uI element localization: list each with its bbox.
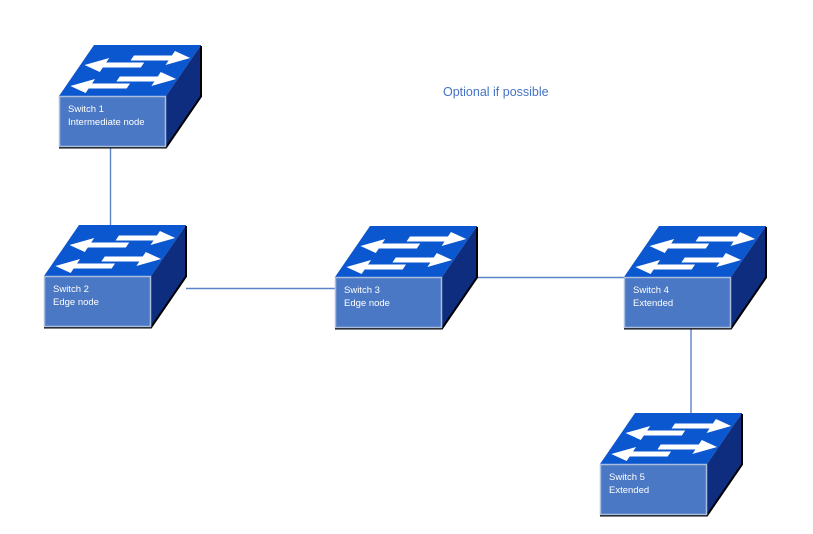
node-label: Switch 4 Extended xyxy=(625,278,733,327)
node-title: Switch 3 xyxy=(344,285,380,296)
node-subtitle: Extended xyxy=(609,484,650,496)
node-switch-3[interactable]: Switch 3 Edge node xyxy=(334,225,480,330)
node-title: Switch 5 xyxy=(609,472,645,483)
node-switch-1[interactable]: Switch 1 Intermediate node xyxy=(58,44,204,149)
node-subtitle: Extended xyxy=(633,297,674,309)
node-subtitle: Edge node xyxy=(53,296,99,308)
node-switch-2[interactable]: Switch 2 Edge node xyxy=(43,224,189,329)
node-label: Switch 5 Extended xyxy=(601,465,709,514)
node-switch-5[interactable]: Switch 5 Extended xyxy=(599,412,745,517)
node-subtitle: Edge node xyxy=(344,297,390,309)
node-switch-4[interactable]: Switch 4 Extended xyxy=(623,225,769,330)
node-label: Switch 3 Edge node xyxy=(336,278,444,327)
annotation-text[interactable]: Optional if possible xyxy=(443,85,549,99)
node-label: Switch 2 Edge node xyxy=(45,277,153,326)
node-label: Switch 1 Intermediate node xyxy=(60,97,168,146)
node-title: Switch 1 xyxy=(68,104,104,115)
node-title: Switch 2 xyxy=(53,284,89,295)
node-subtitle: Intermediate node xyxy=(68,116,145,128)
node-title: Switch 4 xyxy=(633,285,669,296)
